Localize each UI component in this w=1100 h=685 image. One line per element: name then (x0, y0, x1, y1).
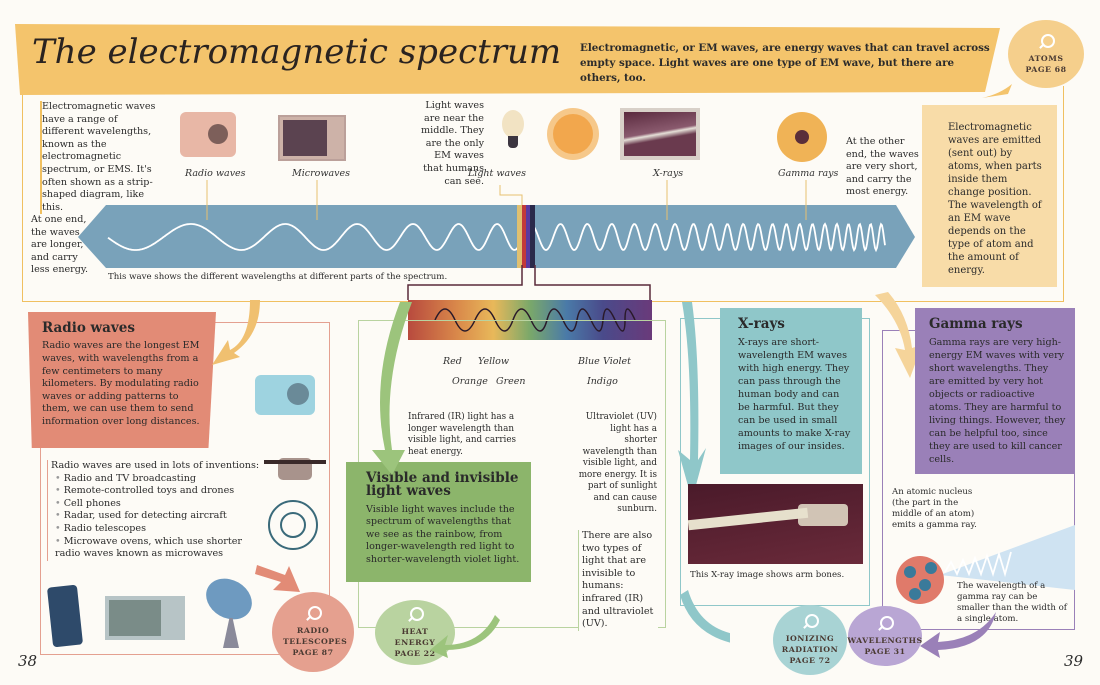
list-item: Radio telescopes (55, 523, 261, 536)
intro-text: Electromagnetic, or EM waves, are energy… (580, 42, 990, 84)
color-orange: Orange (452, 376, 488, 387)
link-label: RADIO TELESCOPES (283, 626, 348, 646)
title-banner (15, 24, 1000, 95)
xray-title: X-rays (738, 316, 785, 332)
strip-intro: Electromagnetic waves have a range of di… (40, 101, 160, 215)
light-title: Visible and invisible light waves (366, 470, 519, 500)
list-item: Cell phones (55, 498, 261, 511)
link-page: PAGE 72 (789, 656, 831, 665)
radio-title: Radio waves (42, 320, 135, 336)
gamma-title: Gamma rays (929, 316, 1023, 332)
arrow-icon (212, 300, 260, 365)
link-page: PAGE 87 (292, 648, 334, 657)
strip-caption: This wave shows the different wavelength… (108, 272, 448, 282)
list-item: Microwave ovens, which use shorter radio… (55, 536, 261, 561)
gamma-ray-illustration (896, 525, 1075, 604)
radio-uses: Radio waves are used in lots of inventio… (47, 460, 261, 561)
radio-icon (180, 112, 236, 157)
radio-body: Radio waves are the longest EM waves, wi… (42, 340, 200, 427)
color-yellow: Yellow (478, 356, 509, 367)
arrow-icon (982, 84, 1012, 98)
arrow-icon (372, 302, 500, 658)
label-radio-waves: Radio waves (185, 168, 246, 179)
invisible-note: There are also two types of light that a… (578, 530, 658, 631)
light-note: Light waves are near the middle. They ar… (421, 100, 484, 187)
label-light-waves: Light waves (468, 168, 527, 179)
ionizing-radiation-link[interactable]: IONIZING RADIATION PAGE 72 (773, 605, 847, 675)
magnifier-icon (407, 606, 424, 623)
label-microwaves: Microwaves (292, 168, 351, 179)
xray-icon (620, 108, 700, 160)
list-item: Remote-controlled toys and drones (55, 485, 261, 498)
link-label: IONIZING RADIATION (781, 634, 839, 654)
xray-arm-image (688, 484, 863, 564)
link-page: PAGE 22 (394, 648, 436, 658)
link-label: WAVELENGTHS (847, 635, 923, 645)
frame-line (1063, 86, 1064, 302)
microwave-icon (278, 115, 346, 161)
xray-body: X-rays are short-wavelength EM waves wit… (738, 337, 851, 453)
radio-telescopes-link[interactable]: RADIO TELESCOPES PAGE 87 (272, 592, 354, 672)
color-indigo: Indigo (587, 376, 618, 387)
page-title: The electromagnetic spectrum (32, 32, 562, 72)
magnifier-icon (802, 614, 819, 630)
page-number-left: 38 (18, 652, 38, 670)
arrow-icon (255, 565, 300, 592)
uses-intro: Radio waves are used in lots of inventio… (51, 460, 260, 471)
sun-icon (553, 114, 593, 154)
spectrum-strip (78, 180, 915, 268)
list-item: Radar, used for detecting aircraft (55, 510, 261, 523)
magnifier-icon (877, 615, 894, 632)
color-red: Red (443, 356, 462, 367)
drone-icon (264, 452, 326, 492)
arrow-icon (920, 612, 996, 658)
magnifier-icon (1038, 33, 1055, 50)
radar-icon (268, 500, 318, 550)
radio-icon (255, 375, 315, 415)
radiation-icon (777, 112, 827, 162)
label-gamma-rays: Gamma rays (778, 168, 839, 179)
link-page: PAGE 68 (1025, 64, 1067, 74)
arrow-icon (875, 292, 922, 378)
xray-caption: This X-ray image shows arm bones. (690, 570, 845, 580)
page-number-right: 39 (1064, 652, 1084, 670)
label-x-rays: X-rays (653, 168, 684, 179)
light-bulb-icon (502, 110, 524, 148)
ultraviolet-note: Ultraviolet (UV) light has a shorter wav… (575, 412, 657, 516)
phone-icon (46, 584, 84, 648)
color-blue: Blue (578, 356, 600, 367)
link-label: HEAT ENERGY (394, 626, 436, 647)
gamma-body: Gamma rays are very high-energy EM waves… (929, 337, 1066, 466)
list-item: Radio and TV broadcasting (55, 473, 261, 486)
magnifier-icon (305, 606, 322, 622)
arrow-icon (678, 302, 730, 643)
microwave-icon (105, 596, 185, 640)
link-label: ATOMS (1028, 53, 1064, 63)
color-green: Green (496, 376, 526, 387)
light-body: Visible light waves include the spectrum… (366, 503, 520, 565)
infrared-note: Infrared (IR) light has a longer wavelen… (408, 412, 528, 458)
wavelength-note: The wavelength of a gamma ray can be sma… (957, 581, 1067, 624)
one-end-note: At one end, the waves are longer, and ca… (31, 214, 89, 276)
link-page: PAGE 31 (864, 646, 906, 656)
color-violet: Violet (603, 356, 631, 367)
emitted-note: Electromagnetic waves are emitted (sent … (922, 105, 1057, 287)
frame-line (22, 95, 23, 302)
other-end-note: At the other end, the waves are very sho… (846, 136, 919, 198)
satellite-dish-icon (198, 570, 260, 650)
nucleus-note: An atomic nucleus (the part in the middl… (892, 487, 977, 530)
